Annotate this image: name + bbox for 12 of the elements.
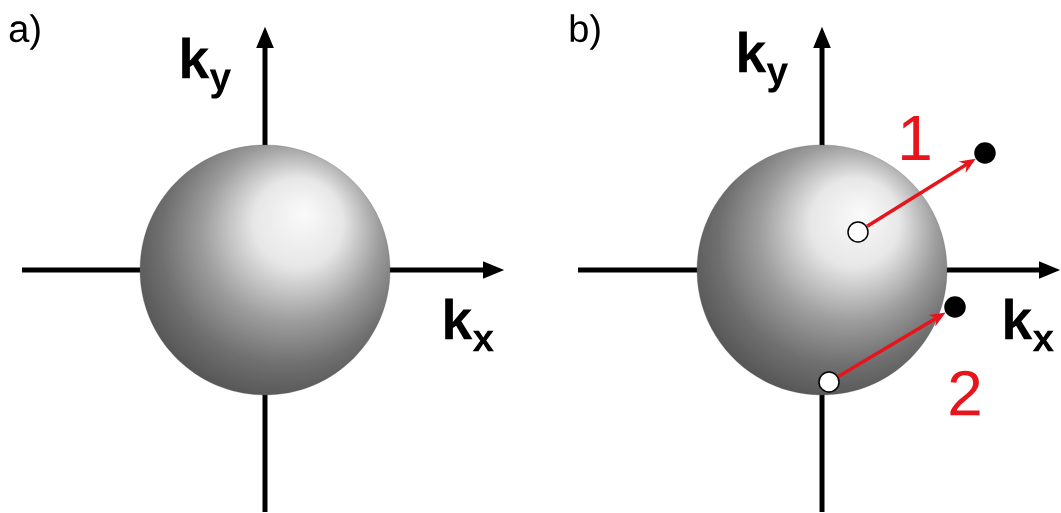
panel-label: b) <box>570 14 600 50</box>
axis-label: k$_{x}$ <box>1005 298 1054 352</box>
open-circle <box>818 371 840 393</box>
sphere <box>139 144 391 396</box>
edge-label: 2 <box>950 370 980 416</box>
filled-dot <box>974 142 996 164</box>
axis-label: k$_{y}$ <box>739 31 788 93</box>
open-circle <box>847 221 869 243</box>
filled-dot <box>944 296 966 318</box>
axis-label: k$_{x}$ <box>445 298 494 352</box>
edge-label: 1 <box>902 115 930 160</box>
panel-label: a) <box>9 14 40 50</box>
